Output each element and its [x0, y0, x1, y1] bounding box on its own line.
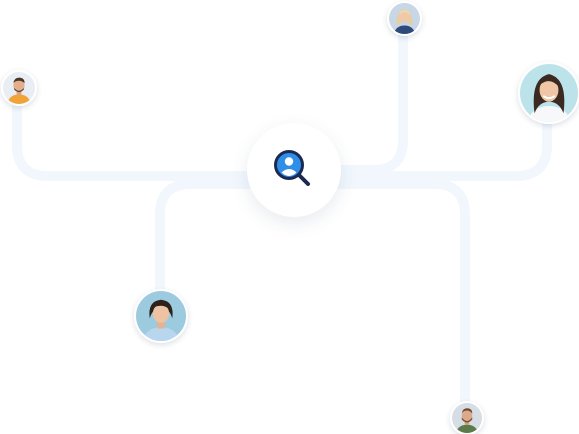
connector-bottom-left — [155, 179, 265, 294]
avatar-top-left[interactable] — [1, 70, 37, 106]
avatar-bottom-left[interactable] — [134, 289, 188, 343]
avatar-top-center[interactable] — [387, 1, 422, 36]
woman-avatar-icon — [520, 64, 578, 122]
connector-top-left — [12, 97, 265, 181]
woman-avatar-icon — [389, 3, 420, 34]
man-avatar-icon — [452, 403, 482, 433]
avatar-bottom-right[interactable] — [450, 401, 484, 434]
connector-top-center — [325, 27, 408, 175]
search-hub[interactable] — [247, 123, 341, 217]
avatar-right[interactable] — [518, 62, 579, 124]
search-user-icon — [274, 150, 310, 186]
man-avatar-icon — [3, 72, 35, 104]
connector-bottom-right — [325, 179, 470, 406]
woman-avatar-icon — [136, 291, 186, 341]
connector-right — [325, 115, 552, 181]
